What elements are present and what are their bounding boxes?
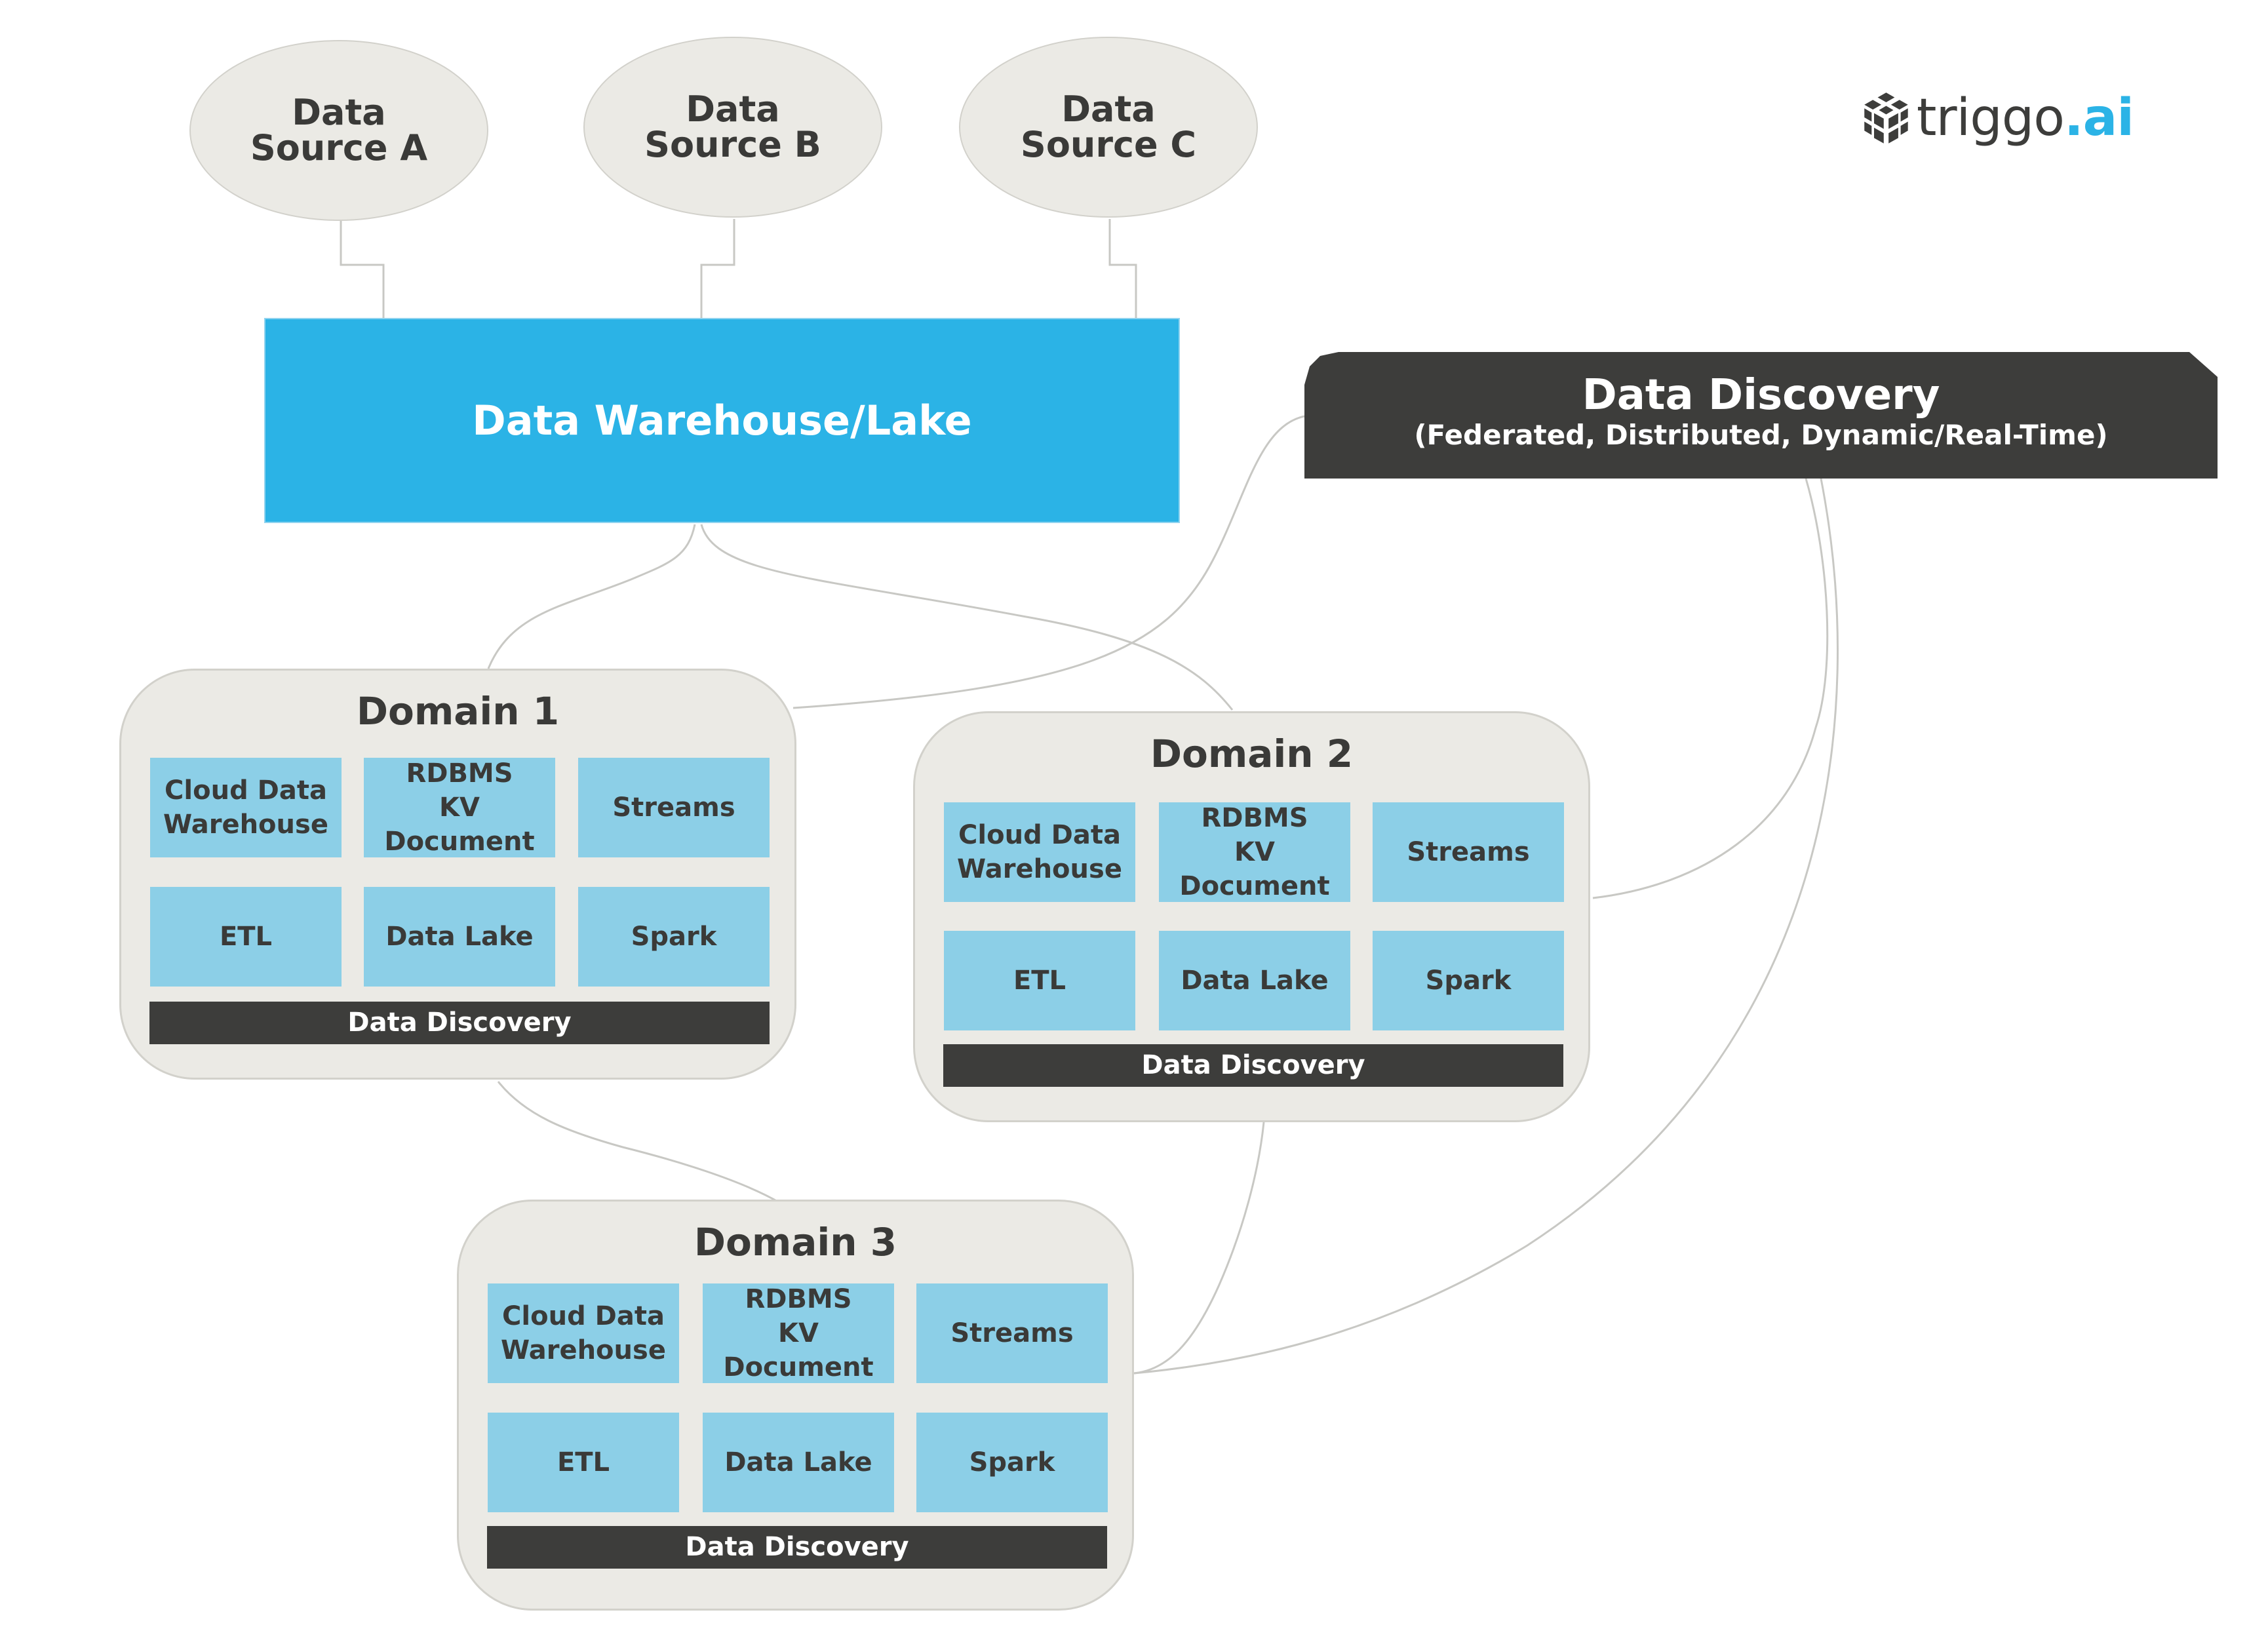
connector-discovery-domain2	[1592, 478, 1829, 899]
tile-label: Data Lake	[1181, 966, 1329, 996]
domain-3-data-discovery-bar[interactable]: Data Discovery	[487, 1526, 1107, 1569]
domain-2-data-discovery-bar[interactable]: Data Discovery	[943, 1044, 1563, 1087]
logo-suffix: .ai	[2063, 88, 2134, 147]
tile-label: ETL	[1013, 966, 1066, 996]
domain-1-tile-streams[interactable]: Streams	[578, 758, 770, 857]
domain-3[interactable]: Domain 3 Cloud Data Warehouse RDBMS KV D…	[457, 1200, 1134, 1611]
domain-1-tile-cloud-data-warehouse[interactable]: Cloud Data Warehouse	[150, 758, 342, 857]
tile-label: Streams	[950, 1318, 1074, 1348]
domain-1-title: Domain 1	[356, 689, 560, 734]
domain-1-tile-rdbms[interactable]: RDBMS KV Document	[364, 758, 555, 857]
domain-3-tile-data-lake[interactable]: Data Lake	[703, 1413, 894, 1512]
data-source-a[interactable]: Data Source A	[189, 40, 488, 221]
domain-1-data-discovery-bar[interactable]: Data Discovery	[149, 1002, 770, 1044]
connector-discovery-domain3	[1133, 478, 1839, 1375]
tile-label: RDBMS KV Document	[1179, 803, 1330, 901]
logo-text: triggo.ai	[1917, 88, 2134, 147]
tile-label: Cloud Data Warehouse	[501, 1301, 666, 1365]
domain-1-tile-spark[interactable]: Spark	[578, 887, 770, 987]
domain-2-tile-rdbms[interactable]: RDBMS KV Document	[1159, 802, 1350, 902]
data-discovery-panel[interactable]: Data Discovery (Federated, Distributed, …	[1304, 352, 2218, 479]
data-source-c[interactable]: Data Source C	[959, 37, 1258, 218]
connector-domain2-domain3	[1133, 1122, 1265, 1375]
connector-warehouse-domain1	[487, 524, 696, 669]
data-warehouse-lake-label: Data Warehouse/Lake	[472, 397, 972, 444]
domain-3-tile-spark[interactable]: Spark	[916, 1413, 1108, 1512]
connector-source-a	[340, 220, 385, 318]
connector-source-c	[1108, 219, 1137, 318]
tile-label: Data Lake	[724, 1447, 872, 1478]
domain-3-tile-cloud-data-warehouse[interactable]: Cloud Data Warehouse	[488, 1283, 679, 1383]
tile-label: Data Lake	[385, 922, 534, 952]
domain-3-title: Domain 3	[694, 1220, 897, 1264]
data-discovery-subtitle: (Federated, Distributed, Dynamic/Real-Ti…	[1414, 419, 2108, 451]
logo-brand: triggo	[1916, 88, 2065, 147]
domain-1-tile-data-lake[interactable]: Data Lake	[364, 887, 555, 987]
data-source-b[interactable]: Data Source B	[583, 37, 882, 218]
domain-1-tile-etl[interactable]: ETL	[150, 887, 342, 987]
domain-2-tile-streams[interactable]: Streams	[1373, 802, 1564, 902]
tile-label: Cloud Data Warehouse	[957, 820, 1122, 884]
domain-2-tile-etl[interactable]: ETL	[944, 931, 1135, 1030]
domain-1[interactable]: Domain 1 Cloud Data Warehouse RDBMS KV D…	[119, 669, 796, 1080]
connector-domain1-domain3	[497, 1081, 781, 1204]
domain-2[interactable]: Domain 2 Cloud Data Warehouse RDBMS KV D…	[913, 711, 1590, 1122]
domain-2-tile-spark[interactable]: Spark	[1373, 931, 1564, 1030]
data-source-a-label: Data Source A	[250, 92, 428, 168]
domain-2-title: Domain 2	[1150, 732, 1354, 776]
tile-label: Spark	[969, 1447, 1055, 1478]
domain-3-tile-rdbms[interactable]: RDBMS KV Document	[703, 1283, 894, 1383]
tile-label: Streams	[612, 793, 735, 823]
tile-label: Cloud Data Warehouse	[163, 775, 328, 840]
connector-warehouse-domain2	[700, 524, 1234, 711]
tile-label: Spark	[1425, 966, 1512, 996]
triggo-logo: triggo.ai	[1858, 85, 2134, 151]
data-warehouse-lake[interactable]: Data Warehouse/Lake	[264, 318, 1180, 523]
data-source-b-label: Data Source B	[644, 88, 821, 165]
data-discovery-title: Data Discovery	[1582, 371, 1940, 420]
tile-label: Streams	[1407, 837, 1530, 867]
tile-label: Spark	[631, 922, 717, 952]
domain-2-tile-cloud-data-warehouse[interactable]: Cloud Data Warehouse	[944, 802, 1135, 902]
tile-label: RDBMS KV Document	[723, 1284, 874, 1382]
domain-3-tile-streams[interactable]: Streams	[916, 1283, 1108, 1383]
connector-discovery-domain1	[792, 415, 1305, 709]
domain-3-tile-etl[interactable]: ETL	[488, 1413, 679, 1512]
tile-label: ETL	[219, 922, 273, 952]
tile-label: RDBMS KV Document	[384, 758, 535, 857]
tile-label: ETL	[557, 1447, 610, 1478]
cube-logo-icon	[1864, 92, 1908, 144]
domain-2-tile-data-lake[interactable]: Data Lake	[1159, 931, 1350, 1030]
connector-source-b	[700, 219, 735, 318]
data-source-c-label: Data Source C	[1020, 88, 1197, 165]
